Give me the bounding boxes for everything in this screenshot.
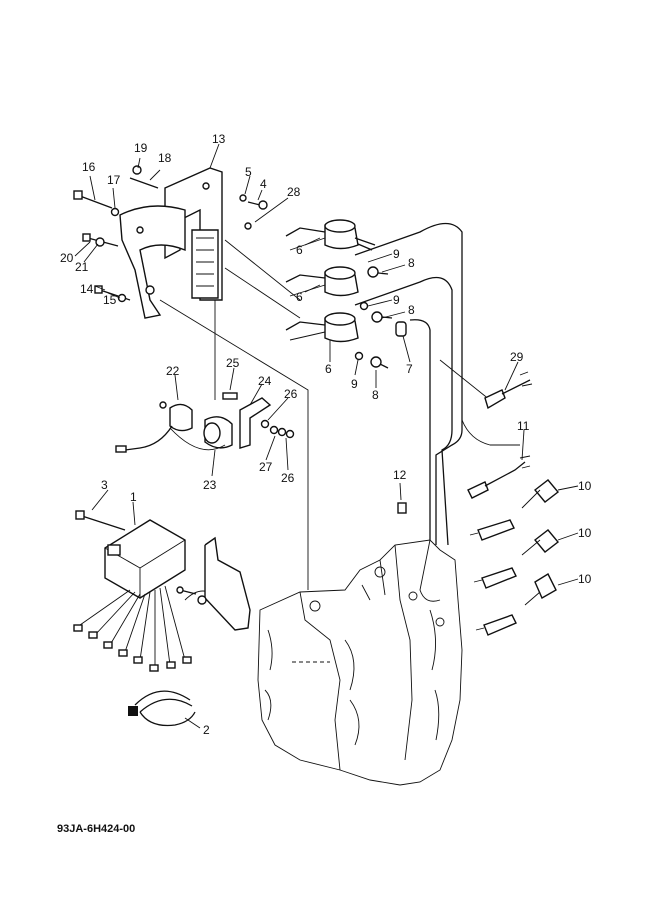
callout-26b: 26 [281, 471, 295, 485]
spark-plugs [469, 479, 560, 636]
part-12-shape [397, 502, 407, 514]
callout-1: 1 [130, 490, 137, 504]
callout-9b: 9 [393, 293, 400, 307]
callout-7: 7 [406, 362, 413, 376]
callout-10a: 10 [578, 479, 592, 493]
callout-4: 4 [260, 177, 267, 191]
diagram-reference-code: 93JA-6H424-00 [57, 823, 136, 835]
callout-19: 19 [134, 141, 148, 155]
engine-block [257, 539, 463, 786]
wire-routes [159, 222, 520, 663]
callout-8c: 8 [372, 388, 379, 402]
callout-9c: 9 [351, 377, 358, 391]
callout-9a: 9 [393, 247, 400, 261]
switch-leads [467, 371, 533, 499]
callout-12: 12 [393, 468, 407, 482]
callout-6a: 6 [296, 243, 303, 257]
callout-8b: 8 [408, 303, 415, 317]
callout-6b: 6 [296, 290, 303, 304]
callout-15: 15 [103, 293, 117, 307]
callout-11: 11 [517, 419, 530, 433]
callout-18: 18 [158, 151, 172, 165]
callout-6c: 6 [325, 362, 332, 376]
callout-26a: 26 [284, 387, 298, 401]
coil-screws [354, 266, 407, 369]
cdi-bracket [176, 536, 251, 631]
bracket-assembly [119, 167, 223, 319]
cdi-unit [73, 510, 216, 672]
callout-25: 25 [226, 356, 240, 370]
callout-16: 16 [82, 160, 96, 174]
callout-5: 5 [245, 165, 252, 179]
leader-lines [74, 143, 579, 729]
callout-22: 22 [166, 364, 180, 378]
callout-8a: 8 [408, 256, 415, 270]
callout-21: 21 [75, 260, 89, 274]
rectifier-group [115, 392, 295, 453]
callout-2: 2 [203, 723, 210, 737]
ignition-coils [285, 219, 376, 343]
callout-23: 23 [203, 478, 217, 492]
callout-14: 14 [80, 282, 94, 296]
callout-27: 27 [259, 460, 273, 474]
cable-tie [128, 690, 196, 727]
callout-20: 20 [60, 251, 74, 265]
callout-24: 24 [258, 374, 272, 388]
callouts: 13 16 19 18 17 5 4 28 20 21 14 15 6 6 6 … [60, 132, 592, 737]
callout-17: 17 [107, 173, 121, 187]
callout-28: 28 [287, 185, 301, 199]
callout-13: 13 [212, 132, 226, 146]
callout-3: 3 [101, 478, 108, 492]
callout-10c: 10 [578, 572, 592, 586]
callout-10b: 10 [578, 526, 592, 540]
callout-29: 29 [510, 350, 524, 364]
